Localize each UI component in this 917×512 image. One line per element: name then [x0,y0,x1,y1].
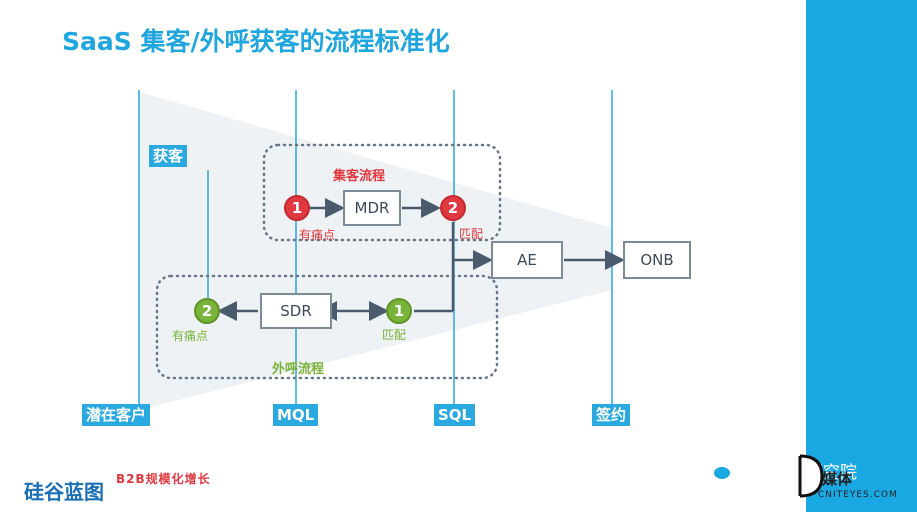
brand-logo-text: 硅谷蓝图 [24,480,104,504]
node-onb: ONB [623,241,691,279]
stage-tag-signed: 签约 [592,404,631,426]
media-name: 媒体 [822,470,853,488]
inbound-step-2: 2 [440,195,466,221]
node-sdr: SDR [260,293,332,329]
inbound-group-box [262,143,502,242]
inbound-has-pain-label: 有痛点 [299,228,336,242]
brand-slogan: B2B规模化增长 [116,472,211,486]
outbound-step-2: 2 [194,298,220,324]
node-mdr: MDR [343,190,401,226]
node-ae: AE [491,241,563,279]
outbound-group-label: 外呼流程 [272,362,325,377]
inbound-match-label: 匹配 [459,227,484,241]
outbound-group-box [155,274,499,380]
inbound-group-label: 集客流程 [333,169,386,184]
right-accent-bar [806,0,917,512]
stage-tag-mql: MQL [273,404,319,426]
page-title: SaaS 集客/外呼获客的流程标准化 [62,27,450,56]
acquire-tag: 获客 [149,145,188,167]
media-domain: CNITEYES.COM [818,490,898,500]
wechat-icon [701,458,732,481]
outbound-has-pain-label: 有痛点 [172,329,209,343]
stage-tag-potential: 潜在客户 [82,404,151,426]
funnel-shape [139,92,612,410]
outbound-match-label: 匹配 [382,328,407,342]
media-logo-icon [798,454,824,498]
inbound-step-1: 1 [284,195,310,221]
outbound-step-1: 1 [386,298,412,324]
watermark-text: 硅谷销售研究院 [738,463,857,483]
stage-tag-sql: SQL [434,404,476,426]
